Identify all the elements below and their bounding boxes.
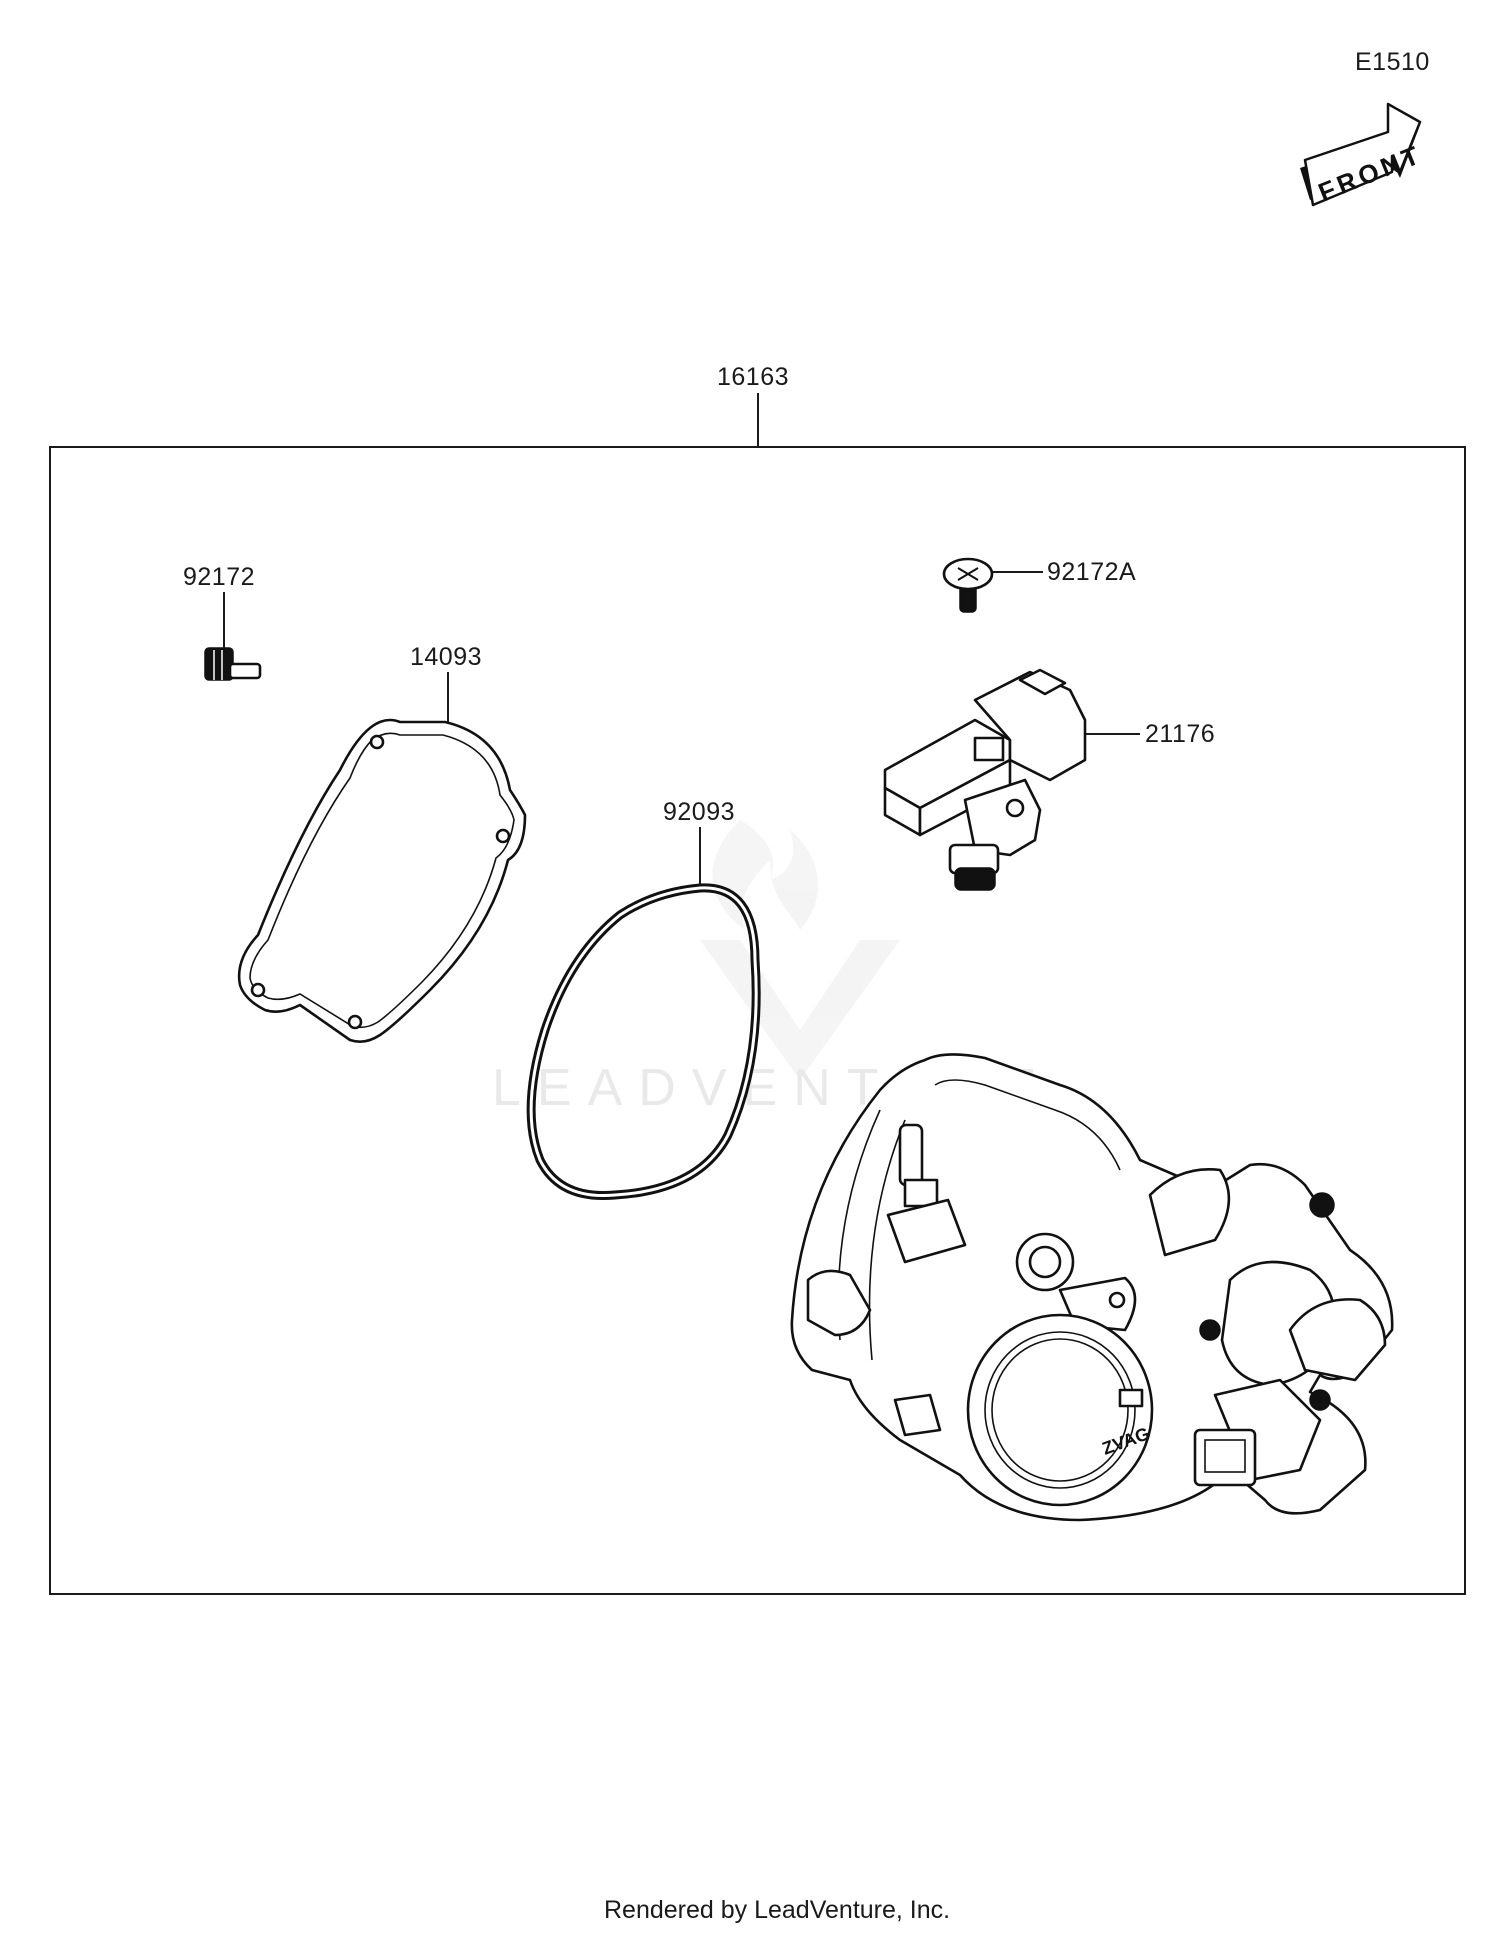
throttle-body[interactable]: ZVAG bbox=[790, 1053, 1394, 1522]
part-label-92172[interactable]: 92172 bbox=[183, 563, 255, 591]
part-label-16163[interactable]: 16163 bbox=[717, 363, 789, 391]
footer-credit: Rendered by LeadVenture, Inc. bbox=[604, 1896, 950, 1924]
part-label-14093[interactable]: 14093 bbox=[410, 643, 482, 671]
watermark-logo bbox=[700, 820, 900, 1080]
part-label-92093[interactable]: 92093 bbox=[663, 798, 735, 826]
front-direction-arrow[interactable]: FRONT bbox=[1300, 102, 1427, 208]
part-label-92172a[interactable]: 92172A bbox=[1047, 558, 1136, 586]
part-label-21176[interactable]: 21176 bbox=[1145, 720, 1215, 748]
o-ring-92093[interactable] bbox=[526, 883, 761, 1201]
bolt-92172[interactable] bbox=[204, 647, 262, 681]
gasket-14093[interactable] bbox=[237, 718, 527, 1043]
assembly-frame bbox=[49, 446, 1466, 1595]
diagram-code: E1510 bbox=[1355, 48, 1430, 76]
sensor-21176[interactable] bbox=[883, 668, 1087, 891]
screw-92172a[interactable] bbox=[942, 557, 994, 613]
